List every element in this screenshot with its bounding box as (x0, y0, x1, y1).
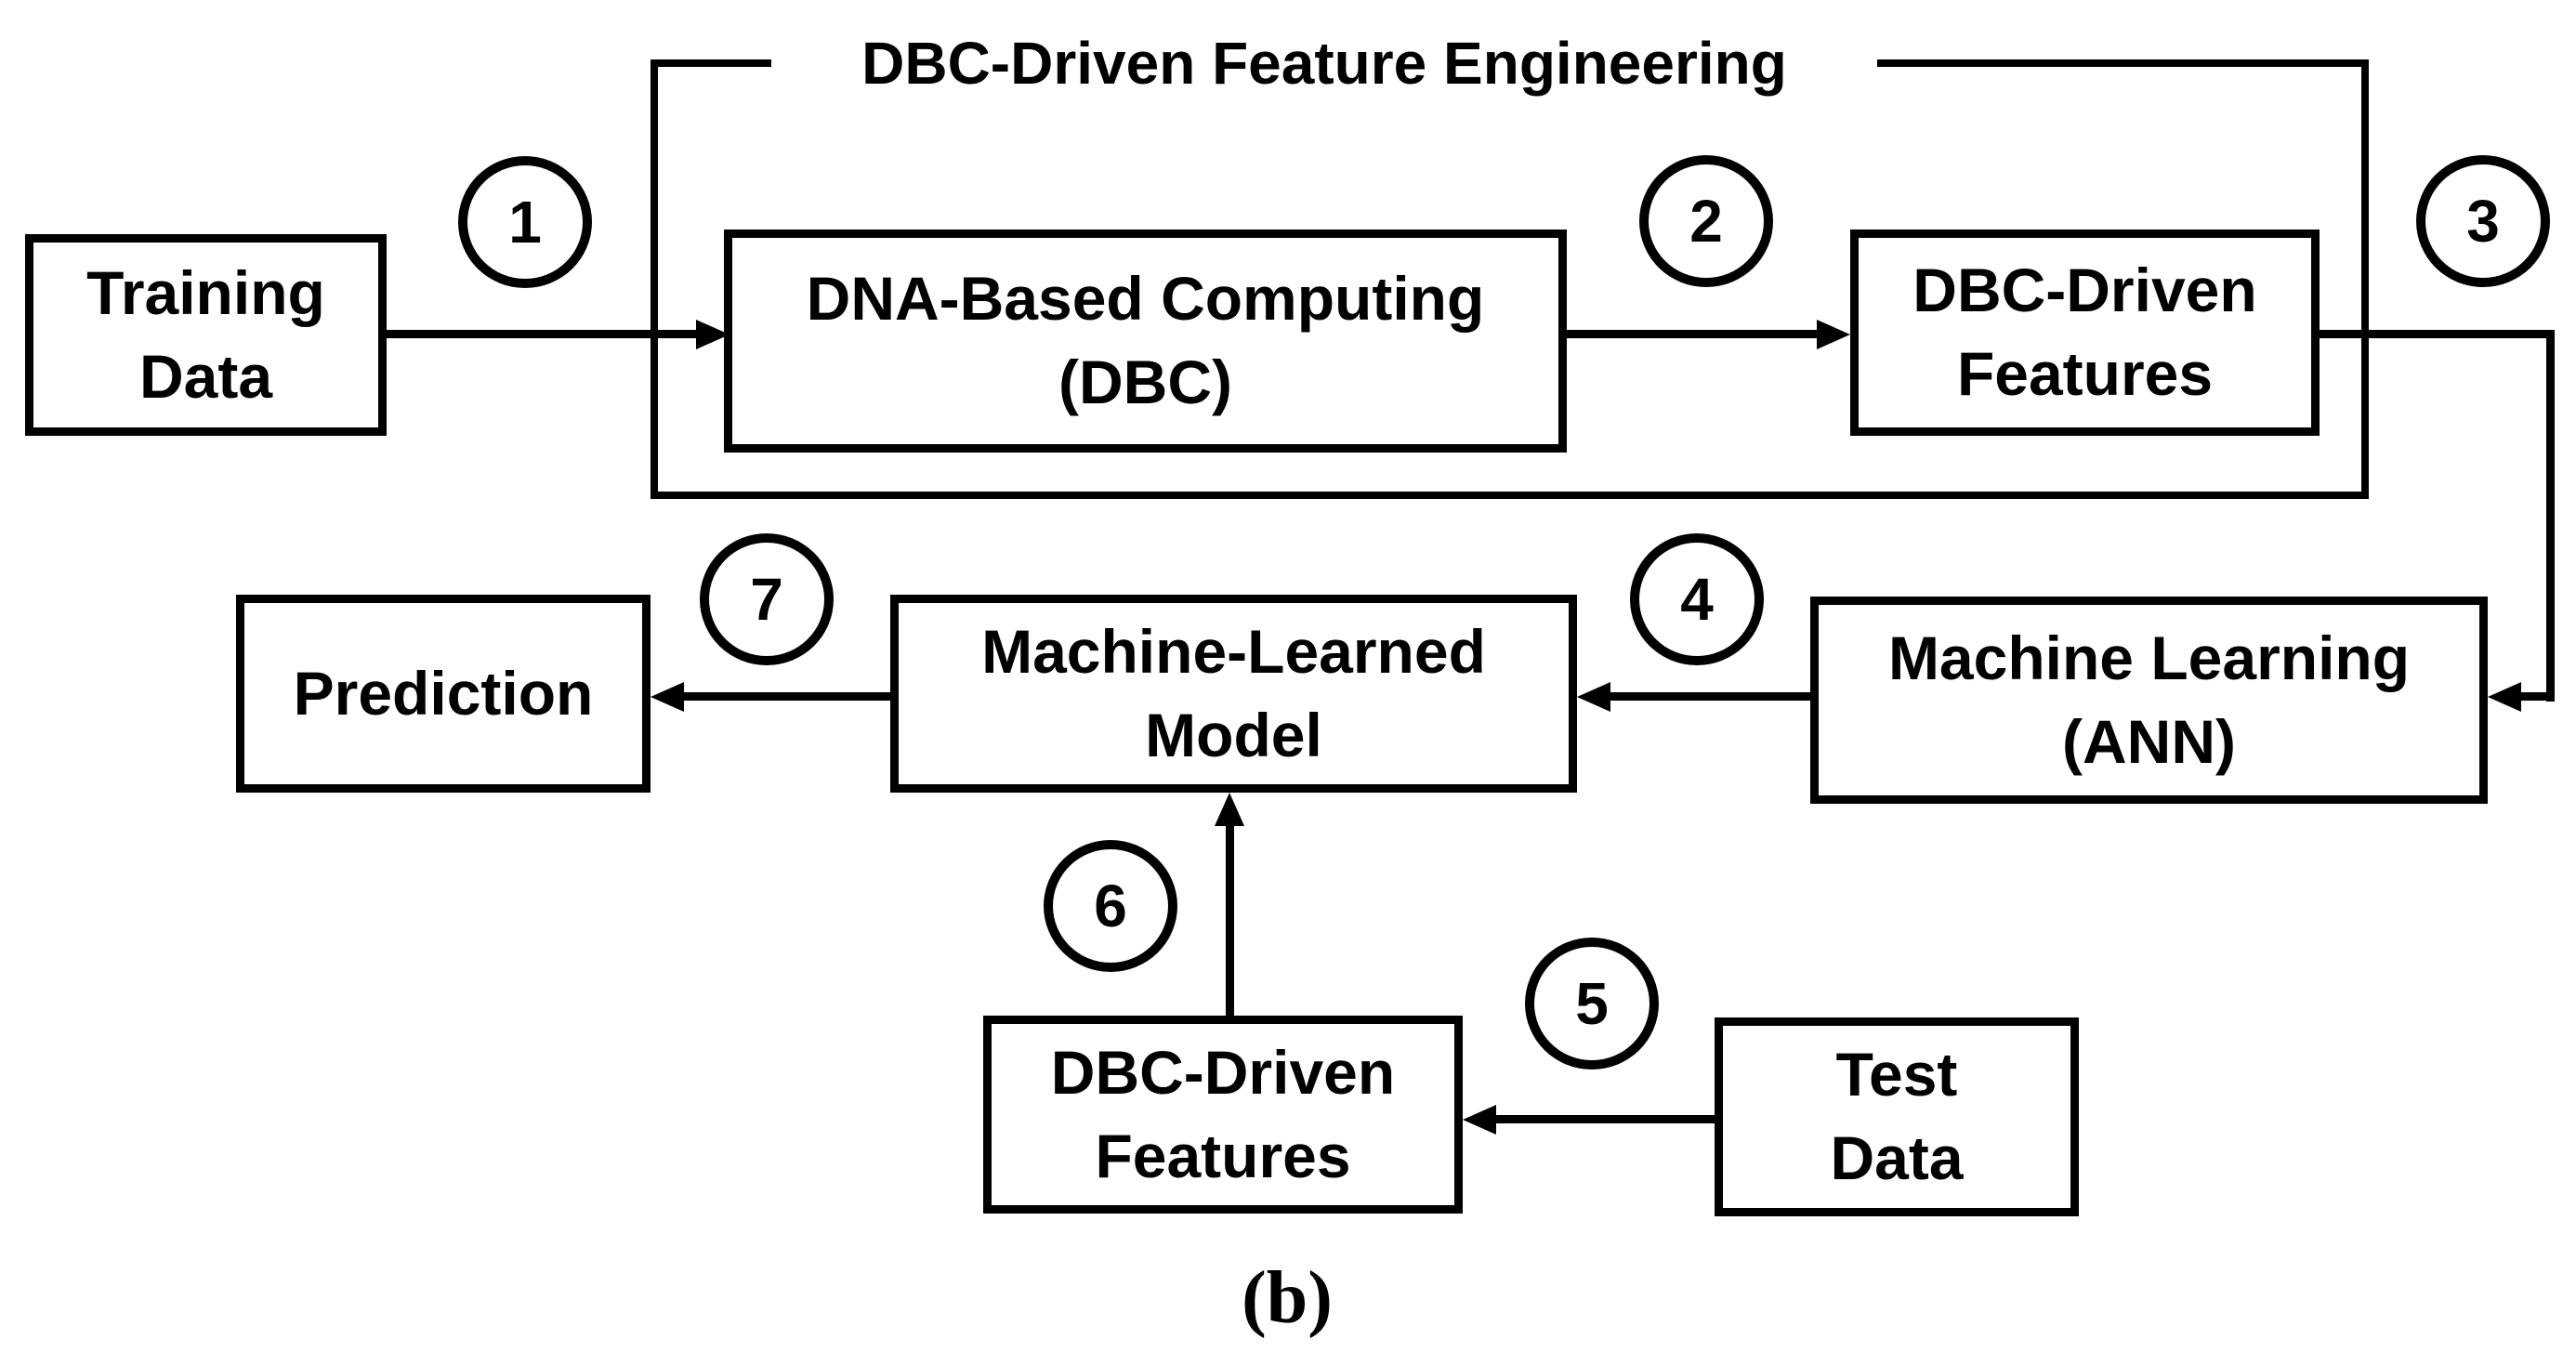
machine-learned-model-box: Machine-Learned Model (890, 595, 1577, 793)
box-label-line: Prediction (293, 658, 594, 728)
box-label-line: Features (1956, 339, 2214, 408)
step-badge-3: 3 (2416, 155, 2550, 287)
arrow-3-segment-vertical (2546, 330, 2555, 702)
arrow-7-head-icon (651, 682, 684, 712)
dbc-driven-features-test-box: DBC-Driven Features (983, 1016, 1463, 1214)
box-label-line: DNA-Based Computing (806, 264, 1485, 334)
arrow-4-head-icon (1577, 682, 1610, 712)
step-badge-7: 7 (700, 533, 834, 665)
box-label-line: (ANN) (2062, 706, 2236, 776)
step-badge-5: 5 (1525, 938, 1659, 1070)
arrow-7-line (684, 692, 890, 701)
arrow-1-line (387, 330, 703, 338)
training-data-box: Training Data (25, 234, 387, 436)
box-label-line: Data (1830, 1123, 1964, 1192)
test-data-box: Test Data (1715, 1017, 2079, 1216)
box-label-line: Machine Learning (1887, 623, 2411, 692)
arrow-2-head-icon (1817, 320, 1850, 349)
step-badge-4: 4 (1630, 533, 1764, 665)
step-number: 4 (1680, 566, 1714, 633)
box-label-line: DBC-Driven (1912, 256, 2257, 325)
arrow-3-segment-top (2320, 330, 2555, 338)
machine-learning-ann-box: Machine Learning (ANN) (1810, 597, 2488, 804)
feature-engineering-group-title: DBC-Driven Feature Engineering (771, 24, 1877, 102)
arrow-5-head-icon (1463, 1105, 1496, 1135)
step-number: 5 (1575, 970, 1609, 1037)
arrow-2-line (1567, 330, 1818, 338)
box-label-line: Model (1145, 700, 1322, 769)
arrow-6-line (1226, 826, 1234, 1016)
box-label-line: Test (1835, 1040, 1958, 1109)
step-badge-6: 6 (1044, 840, 1177, 972)
box-label-line: Data (138, 341, 273, 411)
box-label-line: Training (86, 257, 325, 327)
step-number: 2 (1689, 188, 1723, 255)
box-label-line: DBC-Driven (1050, 1037, 1396, 1107)
arrow-6-head-icon (1215, 793, 1244, 826)
arrow-5-line (1496, 1115, 1715, 1123)
arrow-4-line (1610, 692, 1810, 701)
box-label-line: Features (1095, 1121, 1351, 1190)
figure-caption: (b) (1242, 1257, 1333, 1339)
box-label-line: (DBC) (1058, 348, 1232, 416)
dna-based-computing-box: DNA-Based Computing (DBC) (724, 230, 1567, 453)
arrow-1-head-icon (696, 320, 729, 349)
arrow-3-head-icon (2488, 682, 2521, 712)
step-badge-1: 1 (458, 156, 592, 288)
step-badge-2: 2 (1639, 155, 1773, 287)
step-number: 7 (750, 566, 783, 633)
step-number: 3 (2466, 188, 2500, 255)
prediction-box: Prediction (236, 595, 651, 793)
step-number: 6 (1094, 873, 1127, 939)
arrow-3-segment-bottom (2521, 692, 2555, 701)
step-number: 1 (508, 189, 542, 256)
box-label-line: Machine-Learned (981, 616, 1486, 686)
dbc-driven-features-train-box: DBC-Driven Features (1850, 230, 2320, 436)
